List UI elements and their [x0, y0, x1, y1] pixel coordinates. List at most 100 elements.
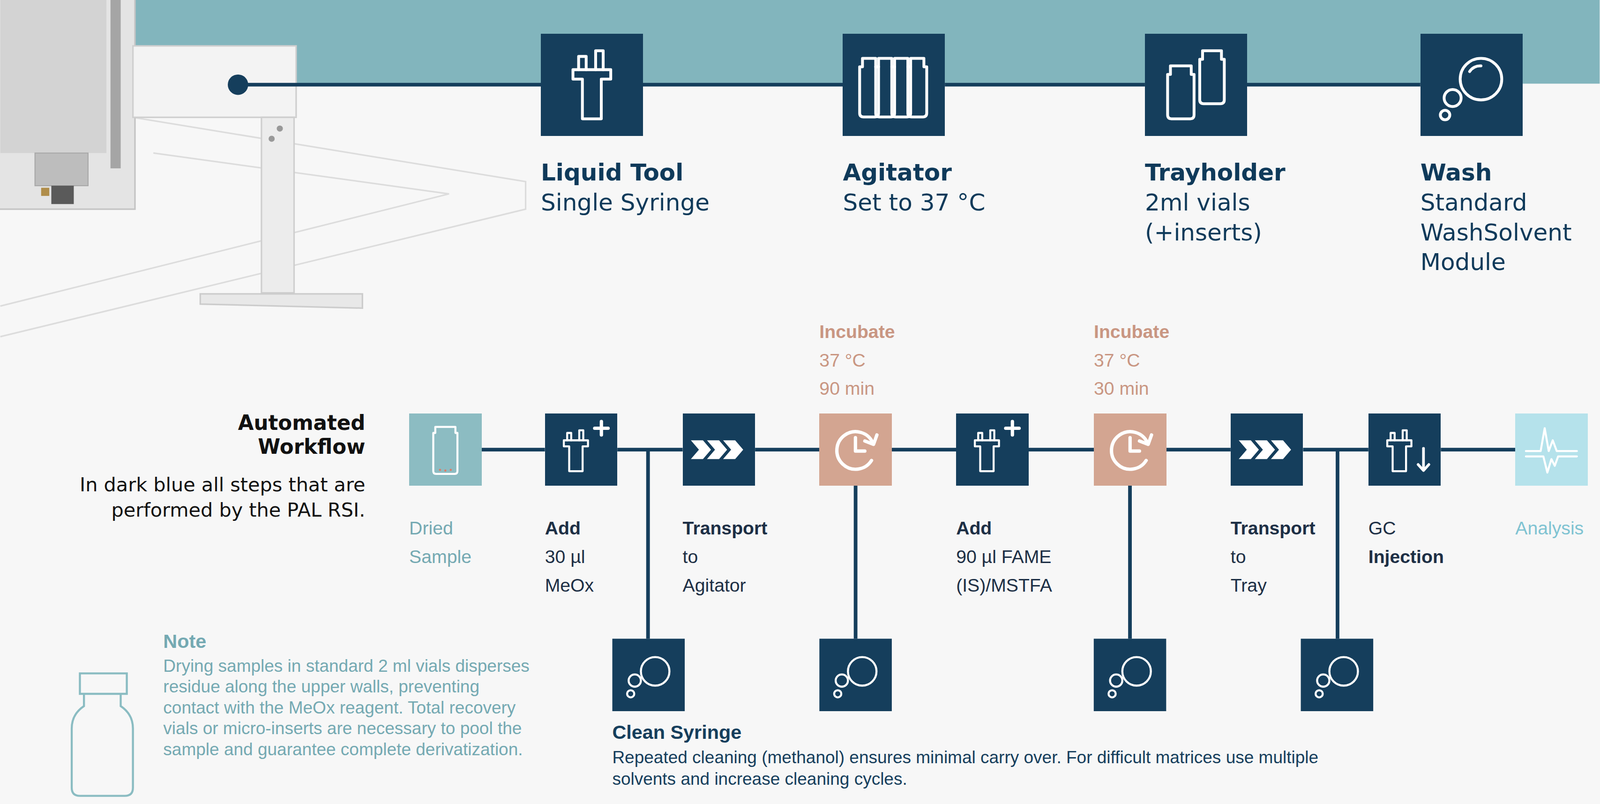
- step-heading: Agitator: [842, 157, 1119, 188]
- clean-text: Repeated cleaning (methanol) ensures min…: [612, 746, 1368, 790]
- wash-branch-line: [1128, 485, 1132, 639]
- step-icon: [1515, 413, 1588, 486]
- flow-connector: [481, 447, 546, 452]
- step-detail: 2ml vials (+inserts): [1144, 187, 1354, 248]
- icon-shape: [865, 434, 878, 445]
- wash-branch-line: [1335, 449, 1340, 639]
- icon-box: [1515, 413, 1588, 486]
- step-detail: to Tray: [1230, 542, 1274, 600]
- tool-head: [35, 152, 89, 186]
- workflow-step: GCInjection: [1368, 413, 1444, 572]
- incubation-step: Incubate37 °C 90 min: [819, 317, 895, 486]
- analysis-step: Analysis: [1515, 413, 1588, 543]
- step-detail: 37 °C 90 min: [819, 346, 881, 404]
- step-icon: [1093, 413, 1167, 486]
- step-detail: Single Syringe: [540, 187, 817, 218]
- icon-box: [1093, 413, 1167, 486]
- step-icon: [682, 413, 756, 486]
- icon-box: [682, 413, 756, 486]
- icon-shape: [1238, 440, 1259, 459]
- step-icon: [1144, 33, 1248, 136]
- note-vial-icon: [71, 672, 134, 796]
- instrument-beam: [133, 45, 297, 118]
- step-detail: Set to 37 °C: [842, 187, 1119, 218]
- note-heading: Note: [163, 629, 367, 654]
- flow-connector: [1440, 447, 1516, 452]
- flow-connector: [1247, 82, 1421, 87]
- component-card: Liquid ToolSingle Syringe: [540, 33, 817, 218]
- wash-box: [1300, 638, 1374, 711]
- icon-shape: [990, 430, 995, 441]
- icon-shape: [706, 440, 727, 459]
- wash-branch-line: [646, 449, 651, 639]
- wash-square: [819, 638, 892, 711]
- step-icon: [1230, 413, 1304, 486]
- icon-shape: [1469, 65, 1481, 72]
- tower-panel: [0, 0, 107, 153]
- step-heading: Add: [956, 514, 1059, 543]
- icon-box: [842, 33, 945, 136]
- workflow-step: Add30 µl MeOx: [545, 413, 618, 600]
- step-heading: Liquid Tool: [540, 157, 817, 188]
- step-icon: [540, 33, 643, 136]
- clean-heading: Clean Syringe: [612, 720, 1021, 745]
- wash-icon: [1108, 657, 1151, 698]
- icon-shape: [594, 421, 609, 435]
- icon-shape: [449, 468, 453, 472]
- wash-box: [612, 638, 686, 711]
- step-heading: GC: [1368, 514, 1444, 543]
- icon-box: [819, 413, 892, 486]
- icon-shape: [1440, 110, 1450, 120]
- leader-line: [238, 82, 541, 87]
- icon-shape: [572, 69, 611, 119]
- icon-box: [956, 413, 1029, 486]
- flow-connector: [944, 82, 1145, 87]
- wash-box: [819, 638, 892, 711]
- step-detail: 30 µl MeOx: [545, 542, 618, 600]
- step-heading: Wash: [1420, 157, 1593, 188]
- step-heading: Incubate: [1093, 317, 1170, 347]
- step-detail: Injection: [1368, 542, 1444, 572]
- component-card: AgitatorSet to 37 °C: [842, 33, 1119, 218]
- icon-shape: [690, 440, 711, 459]
- icon-box: [1420, 33, 1523, 136]
- step-heading: Add: [545, 514, 618, 543]
- wash-square: [612, 638, 686, 711]
- section-title: Automated Workflow: [228, 411, 366, 458]
- section-description: In dark blue all steps that are performe…: [49, 472, 366, 524]
- instrument-foot: [200, 293, 363, 308]
- icon-shape: [1390, 432, 1395, 441]
- icon-box: [1144, 33, 1248, 136]
- instrument-illustration: [0, 0, 526, 337]
- icon-shape: [563, 440, 589, 472]
- icon-shape: [1402, 430, 1407, 441]
- icon-shape: [1387, 440, 1412, 472]
- flow-connector: [642, 82, 844, 87]
- icon-box: [545, 413, 618, 486]
- step-heading: Trayholder: [1144, 157, 1354, 188]
- step-icon: [1368, 413, 1442, 486]
- step-heading: Transport: [682, 514, 768, 543]
- incubation-step: Incubate37 °C 30 min: [1093, 317, 1170, 486]
- step-icon: [842, 33, 945, 136]
- icon-shape: [1418, 448, 1429, 471]
- icon-box: [409, 413, 482, 486]
- step-icon: [545, 413, 618, 486]
- step-icon: [956, 413, 1029, 486]
- bolt: [268, 135, 275, 142]
- icon-shape: [567, 432, 572, 441]
- icon-shape: [444, 469, 447, 472]
- step-heading: Incubate: [819, 317, 895, 347]
- flow-connector: [755, 447, 820, 452]
- icon-shape: [1111, 431, 1148, 470]
- step-icon: [409, 413, 482, 486]
- tool-detail: [41, 187, 50, 196]
- step-heading: Dried Sample: [409, 514, 482, 572]
- flow-connector: [1302, 447, 1369, 452]
- wash-square: [1093, 638, 1167, 711]
- wash-icon: [1315, 657, 1358, 698]
- icon-shape: [1139, 434, 1152, 445]
- wash-icon: [627, 657, 670, 698]
- component-card: Trayholder2ml vials (+inserts): [1144, 33, 1354, 248]
- icon-shape: [837, 431, 874, 470]
